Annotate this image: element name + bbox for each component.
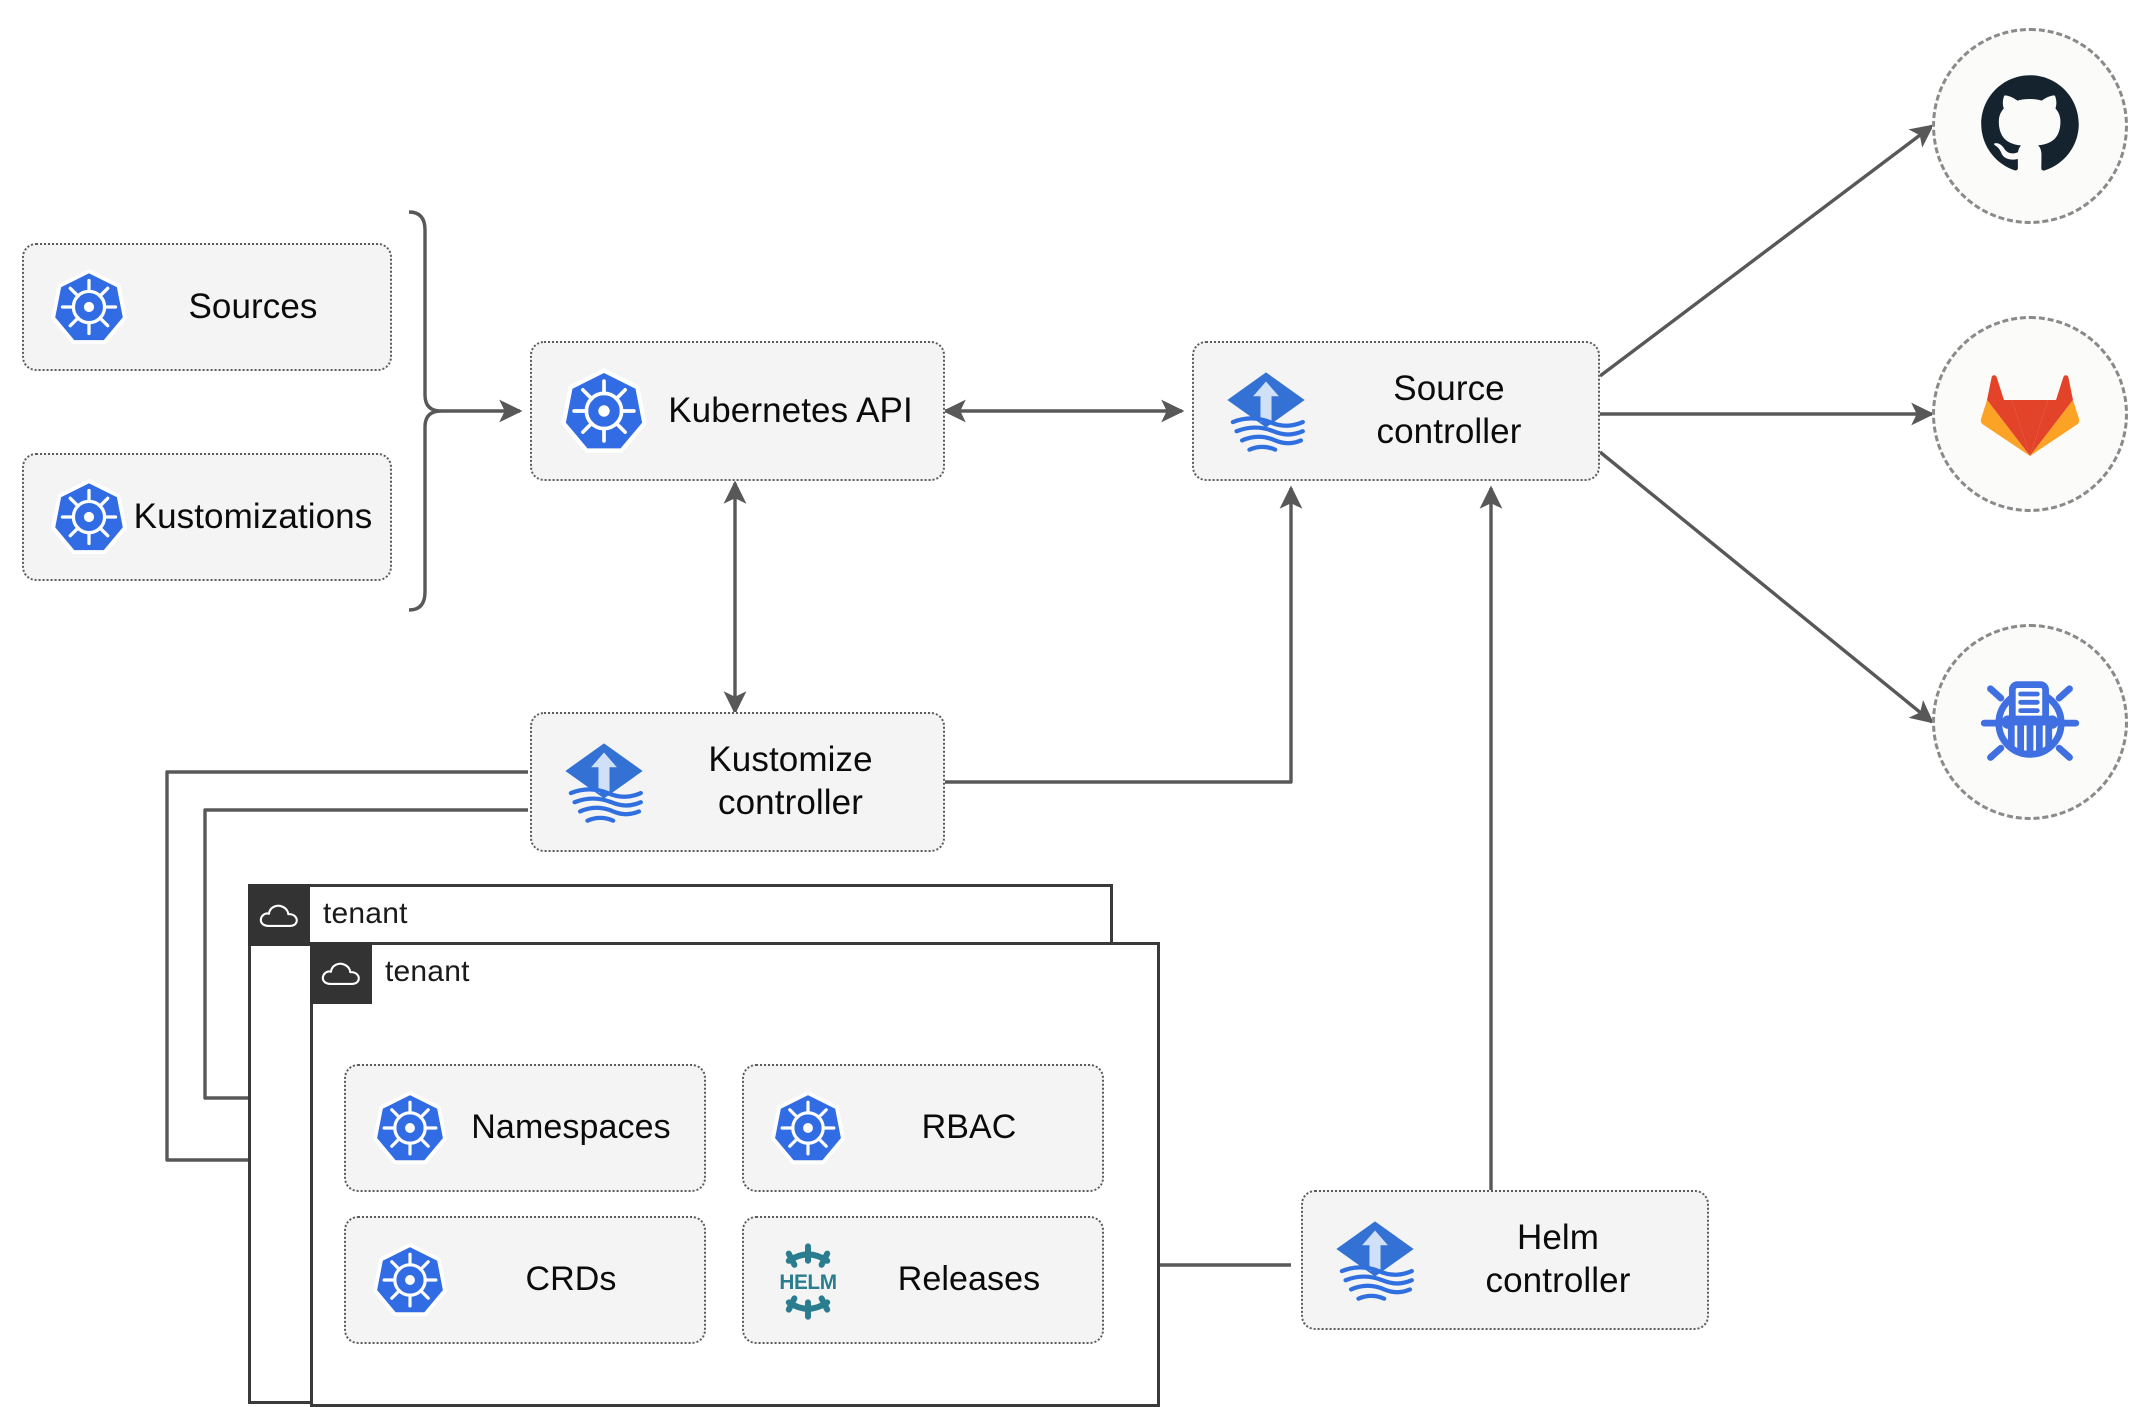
node-label: Releases xyxy=(897,1260,1041,1299)
flux-icon xyxy=(1218,363,1314,459)
kubernetes-icon xyxy=(556,363,652,459)
cloud-icon xyxy=(310,942,372,1004)
node-kustomize-controller[interactable]: Kustomize controller xyxy=(530,712,945,852)
kubernetes-icon xyxy=(368,1238,452,1322)
helm-icon: HELM xyxy=(766,1238,850,1322)
edge-kustomizectl-sourcectl xyxy=(945,485,1303,784)
node-label: Source controller xyxy=(1376,369,1522,451)
edge-sourcectl-github xyxy=(1598,124,1934,378)
flux-icon xyxy=(556,734,652,830)
node-helm-controller[interactable]: Helm controller xyxy=(1301,1190,1709,1330)
svg-text:HELM: HELM xyxy=(779,1271,836,1294)
kubernetes-icon xyxy=(46,264,132,350)
node-releases[interactable]: HELM Releases xyxy=(742,1216,1104,1344)
external-registry[interactable] xyxy=(1932,624,2128,820)
tenant-label: tenant xyxy=(385,955,470,988)
node-label: CRDs xyxy=(525,1260,617,1299)
node-kustomizations[interactable]: Kustomizations xyxy=(22,453,392,581)
node-sources[interactable]: Sources xyxy=(22,243,392,371)
node-label: Namespaces xyxy=(471,1108,671,1147)
node-label: RBAC xyxy=(921,1108,1017,1147)
kubernetes-icon xyxy=(46,474,132,560)
tenant-label: tenant xyxy=(323,897,408,930)
external-github[interactable] xyxy=(1932,28,2128,224)
external-gitlab[interactable] xyxy=(1932,316,2128,512)
node-label: Helm controller xyxy=(1485,1218,1631,1300)
github-icon xyxy=(1977,71,2083,182)
node-rbac[interactable]: RBAC xyxy=(742,1064,1104,1192)
node-namespaces[interactable]: Namespaces xyxy=(344,1064,706,1192)
node-crds[interactable]: CRDs xyxy=(344,1216,706,1344)
registry-icon xyxy=(1978,668,2082,777)
node-source-controller[interactable]: Source controller xyxy=(1192,341,1600,481)
edge-resources-bracket xyxy=(408,210,443,612)
node-label: Sources xyxy=(188,286,318,326)
node-label: Kustomize controller xyxy=(708,740,873,822)
cloud-icon xyxy=(248,884,310,946)
edge-sourcectl-registry xyxy=(1598,450,1934,724)
flux-icon xyxy=(1327,1212,1423,1308)
node-kubernetes-api[interactable]: Kubernetes API xyxy=(530,341,945,481)
gitlab-icon xyxy=(1980,364,2080,465)
node-label: Kustomizations xyxy=(133,496,373,536)
kubernetes-icon xyxy=(766,1086,850,1170)
kubernetes-icon xyxy=(368,1086,452,1170)
node-label: Kubernetes API xyxy=(668,390,913,430)
